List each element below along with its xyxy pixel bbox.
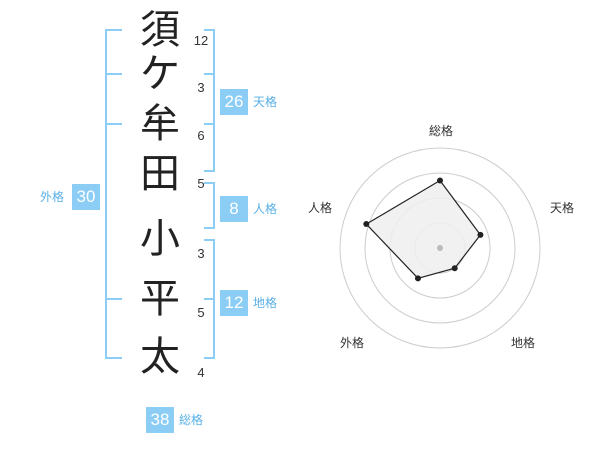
radar-ring — [364, 172, 516, 324]
name-char: 太 — [140, 334, 180, 380]
gaikaku-score: 30 — [72, 184, 100, 210]
radar-point — [414, 275, 421, 282]
radar-ring — [339, 147, 541, 349]
soukaku-score: 38 — [146, 407, 174, 433]
radar-axis-label: 人格 — [308, 200, 332, 215]
radar-axis-label: 外格 — [340, 335, 364, 350]
radar-axis-label: 天格 — [550, 200, 574, 215]
stroke-count: 3 — [197, 246, 205, 261]
radar-axis-label: 地格 — [511, 335, 535, 350]
name-char: 田 — [140, 151, 180, 197]
soukaku-label: 総格 — [179, 413, 204, 427]
name-char: ケ — [140, 51, 180, 97]
stroke-count: 5 — [197, 305, 205, 320]
name-char: 小 — [140, 216, 180, 262]
tenkaku-label: 天格 — [253, 95, 278, 109]
radar-point — [437, 177, 443, 184]
radar-point — [363, 221, 370, 228]
gaikaku-label: 外格 — [40, 190, 65, 204]
radar-point — [451, 265, 458, 272]
stroke-count: 3 — [197, 80, 205, 95]
stroke-count: 5 — [197, 176, 205, 191]
chikaku-label: 地格 — [253, 296, 278, 310]
name-char: 牟 — [140, 101, 180, 147]
jinkaku-bracket — [204, 182, 215, 229]
radar-area — [365, 179, 482, 279]
jinkaku-label: 人格 — [253, 202, 278, 216]
stroke-count: 4 — [197, 365, 205, 380]
radar-point — [477, 231, 484, 238]
jinkaku-score: 8 — [220, 196, 248, 222]
radar-center-dot — [437, 245, 443, 251]
tenkaku-score: 26 — [220, 89, 248, 115]
stroke-count: 12 — [193, 33, 209, 48]
name-char: 平 — [140, 276, 180, 322]
radar-axis-label: 総格 — [429, 123, 453, 138]
tenkaku-bracket — [204, 29, 215, 172]
chikaku-score: 12 — [220, 290, 248, 316]
stroke-count: 6 — [197, 128, 205, 143]
outer-bracket — [105, 29, 122, 359]
name-char: 須 — [140, 7, 180, 53]
